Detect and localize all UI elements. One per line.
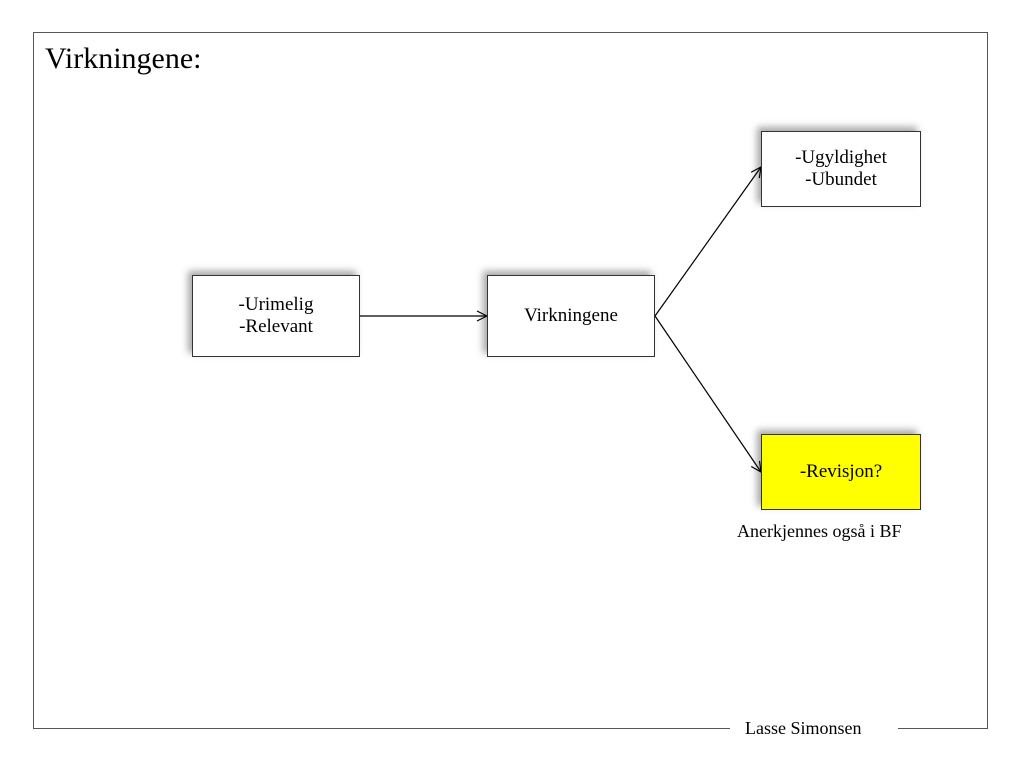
- node-conditions-line-1: -Urimelig: [238, 294, 314, 315]
- slide-author: Lasse Simonsen: [745, 718, 862, 738]
- slide-frame-bottom-right: [898, 728, 988, 729]
- node-revision-line-1: -Revisjon?: [799, 461, 883, 482]
- node-invalidity: -Ugyldighet -Ubundet: [761, 131, 921, 207]
- slide-title: Virkningene:: [45, 42, 202, 75]
- slide-frame-bottom-left: [33, 728, 730, 729]
- node-invalidity-line-2: -Ubundet: [805, 169, 877, 190]
- node-invalidity-line-1: -Ugyldighet: [795, 147, 887, 168]
- node-conditions-line-2: -Relevant: [239, 316, 313, 337]
- node-effects: Virkningene: [487, 275, 655, 357]
- revision-caption: Anerkjennes også i BF: [737, 521, 902, 541]
- node-revision: -Revisjon?: [761, 434, 921, 510]
- slide-frame: [33, 32, 988, 729]
- node-effects-line-1: Virkningene: [524, 305, 618, 326]
- node-conditions: -Urimelig -Relevant: [192, 275, 360, 357]
